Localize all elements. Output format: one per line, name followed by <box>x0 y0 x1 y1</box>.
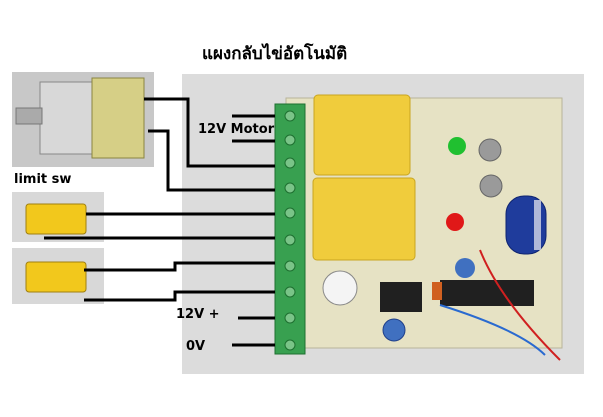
blue-wire <box>439 304 546 356</box>
small-capacitor <box>478 138 502 162</box>
limit-wire <box>84 261 275 272</box>
relay-bottom <box>312 177 416 261</box>
limit-wire <box>84 290 275 302</box>
limit-switch-label: limit sw <box>14 172 72 187</box>
motor-gearbox <box>91 77 145 159</box>
relay-top <box>313 94 411 176</box>
power-12v-label: 12V + <box>176 307 220 322</box>
cap-blue <box>382 318 406 342</box>
ic-chip <box>440 280 534 306</box>
motor-label: 12V Motor <box>198 122 275 137</box>
limit-switch-body <box>25 261 87 293</box>
motor-wire <box>144 97 275 168</box>
motor-shaft <box>15 107 43 125</box>
cap-blue <box>455 258 475 278</box>
capacitor-small <box>432 282 442 300</box>
limit-switch-body <box>25 203 87 235</box>
trimmer <box>322 270 358 306</box>
power-0v-label: 0V <box>186 339 206 354</box>
motor-wire <box>148 129 275 192</box>
led-red <box>446 213 464 231</box>
page-title: แผงกลับไข่อัตโนมัติ <box>202 44 348 64</box>
red-wire <box>479 249 561 361</box>
terminal-block <box>274 103 306 355</box>
led-green <box>448 137 466 155</box>
small-capacitor <box>479 174 503 198</box>
ic-chip <box>380 282 422 312</box>
